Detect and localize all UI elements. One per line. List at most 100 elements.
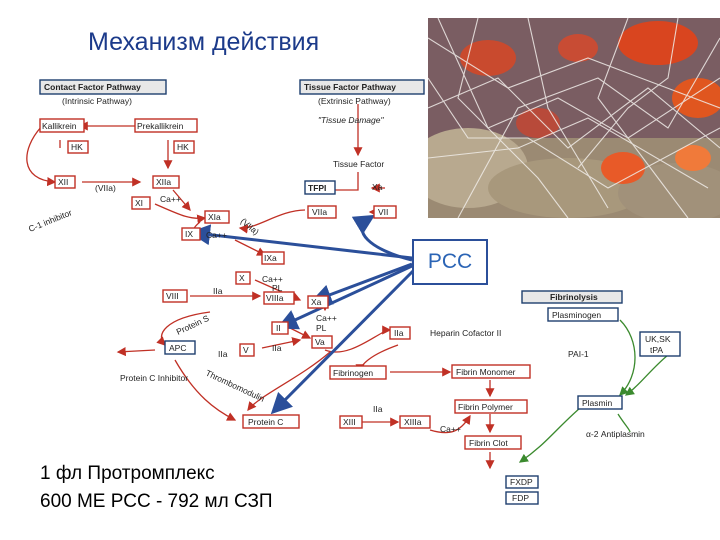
viii-box <box>162 289 188 303</box>
svg-text:UK,SK: UK,SK <box>645 334 671 344</box>
fibrinogen-box <box>329 365 387 380</box>
xiia-box <box>152 175 180 189</box>
fibrin-monomer-box <box>451 364 531 379</box>
svg-text:XIII: XIII <box>343 417 356 427</box>
thrombomodulin-label: Thrombomodulin <box>204 368 266 404</box>
cascade-arrows <box>26 104 495 470</box>
svg-text:PL: PL <box>272 283 283 293</box>
ii-box <box>271 321 289 335</box>
svg-text:Ca++: Ca++ <box>206 230 227 240</box>
viiia-box <box>263 291 295 305</box>
svg-text:FXDP: FXDP <box>510 477 533 487</box>
svg-text:Xa: Xa <box>372 182 383 192</box>
x-box <box>235 271 251 285</box>
svg-text:Ca++: Ca++ <box>440 424 461 434</box>
svg-text:Va: Va <box>315 337 325 347</box>
xa-box <box>307 295 329 309</box>
footer-line-2: 600 МЕ РСС - 792 мл СЗП <box>40 491 273 512</box>
svg-text:HK: HK <box>71 142 83 152</box>
svg-text:FDP: FDP <box>512 493 529 503</box>
svg-text:α-2 Antiplasmin: α-2 Antiplasmin <box>586 429 645 439</box>
svg-text:Fibrin Clot: Fibrin Clot <box>469 438 508 448</box>
svg-text:Protein C Inhibitor: Protein C Inhibitor <box>120 373 188 383</box>
fibrin-polymer-box <box>454 399 528 414</box>
extrinsic-label: (Extrinsic Pathway) <box>318 96 391 106</box>
svg-text:Heparin Cofactor II: Heparin Cofactor II <box>430 328 501 338</box>
svg-text:Ca++: Ca++ <box>160 194 181 204</box>
svg-text:Fibrin Polymer: Fibrin Polymer <box>458 402 513 412</box>
svg-text:VIIIa: VIIIa <box>266 293 284 303</box>
svg-text:Fibrinogen: Fibrinogen <box>333 368 373 378</box>
svg-text:IIa: IIa <box>272 343 282 353</box>
contact-pathway-title: Contact Factor Pathway <box>44 82 141 92</box>
svg-text:IIa: IIa <box>213 286 223 296</box>
svg-text:Tissue Factor: Tissue Factor <box>333 159 384 169</box>
svg-text:XII: XII <box>58 177 68 187</box>
c1-inhibitor-label: C-1 inhibitor <box>27 207 73 234</box>
fxdp-box <box>505 475 539 489</box>
protein-c-box <box>242 414 300 429</box>
xia-box <box>204 210 230 224</box>
svg-text:XIIa: XIIa <box>156 177 171 187</box>
svg-text:APC: APC <box>169 343 186 353</box>
va-box <box>311 335 333 349</box>
svg-text:tPA: tPA <box>650 345 663 355</box>
xi-box <box>131 196 151 210</box>
svg-text:PAI-1: PAI-1 <box>568 349 589 359</box>
svg-text:XIIIa: XIIIa <box>404 417 422 427</box>
tfpi-box <box>304 180 336 195</box>
fibrin-network-image <box>428 18 720 218</box>
footer-text: 1 фл Протромплекс 600 МЕ РСС - 792 мл СЗ… <box>40 460 273 516</box>
fibrin-clot-box <box>464 435 522 450</box>
contact-pathway-header <box>39 79 167 95</box>
svg-text:IXa: IXa <box>264 253 277 263</box>
pcc-arrows <box>189 214 416 415</box>
svg-text:XIa: XIa <box>208 212 221 222</box>
xiiia-box <box>399 415 431 429</box>
svg-text:Fibrin Monomer: Fibrin Monomer <box>456 367 516 377</box>
svg-text:Fibrinolysis: Fibrinolysis <box>550 292 598 302</box>
svg-text:TFPI: TFPI <box>308 183 326 193</box>
factor-boxes: Kallikrein Prekallikrein HK HK XII (VIIa… <box>27 118 681 505</box>
apc-box <box>164 340 196 355</box>
svg-text:Ca++: Ca++ <box>316 313 337 323</box>
svg-text:Prekallikrein: Prekallikrein <box>137 121 184 131</box>
svg-text:VII: VII <box>378 207 388 217</box>
vii-box <box>373 205 397 219</box>
hk-box-2 <box>173 140 195 154</box>
fibrinolysis-arrows <box>518 319 669 463</box>
tissue-damage-label: "Tissue Damage" <box>318 115 384 125</box>
svg-text:IIa: IIa <box>218 349 228 359</box>
viia-box <box>307 205 337 219</box>
plasminogen-box <box>547 307 619 322</box>
page-title: Механизм действия <box>88 28 320 56</box>
prekallikrein-box <box>134 118 198 133</box>
svg-text:II: II <box>276 323 281 333</box>
svg-text:Plasminogen: Plasminogen <box>552 310 601 320</box>
svg-text:V: V <box>243 345 249 355</box>
ixa-box <box>261 251 285 265</box>
svg-text:(VIIa): (VIIa) <box>95 183 116 193</box>
svg-text:X: X <box>239 273 245 283</box>
tissue-pathway-title: Tissue Factor Pathway <box>304 82 396 92</box>
svg-text:VIII: VIII <box>166 291 179 301</box>
plasmin-box <box>577 395 623 410</box>
svg-text:Protein C: Protein C <box>248 417 283 427</box>
iia-box <box>389 326 411 340</box>
activators-box <box>639 331 681 357</box>
kallikrein-box <box>39 118 85 133</box>
svg-text:Plasmin: Plasmin <box>582 398 613 408</box>
svg-text:Xa: Xa <box>311 297 322 307</box>
svg-text:PL: PL <box>316 323 327 333</box>
fdp-box <box>505 491 539 505</box>
ix-box <box>181 227 201 241</box>
pcc-box: PCC <box>412 239 488 285</box>
svg-text:IIa: IIa <box>373 404 383 414</box>
hk-box-1 <box>67 140 89 154</box>
protein-s-label: Protein S <box>175 313 211 337</box>
fibrinolysis-header <box>521 290 623 304</box>
svg-text:HK: HK <box>177 142 189 152</box>
xiii-box <box>339 415 363 429</box>
svg-text:VIIa: VIIa <box>312 207 327 217</box>
